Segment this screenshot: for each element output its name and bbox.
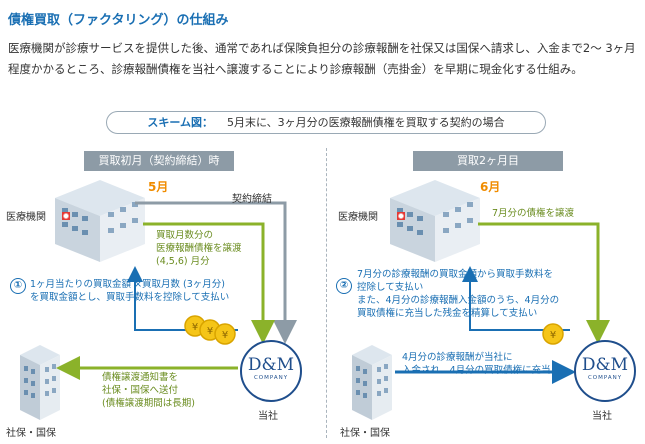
svg-text:¥: ¥ xyxy=(222,330,228,341)
step-number-2: ② xyxy=(336,278,352,294)
scheme-label: スキーム図： xyxy=(147,116,213,129)
transfer-note-left: 買取月数分の 医療報酬債権を譲渡 (4,5,6) 月分 xyxy=(156,230,242,267)
svg-text:¥: ¥ xyxy=(192,322,198,333)
coins-icon: ¥ ¥ ¥ xyxy=(184,315,236,345)
company-label-left: 当社 xyxy=(258,411,278,422)
contract-arrow xyxy=(135,201,297,344)
payment-note-left: 1ヶ月当たりの買取金額 ×買取月数 (3ヶ月分) を買取金額とし、買取手数料を控… xyxy=(30,279,230,303)
contract-label: 契約締結 xyxy=(232,194,272,205)
scheme-banner: スキーム図： 5月末に、3ヶ月分の医療報酬債権を買取する契約の場合 xyxy=(106,111,546,134)
transfer-arrow-left xyxy=(143,222,275,344)
transfer-note-right: 7月分の債権を譲渡 xyxy=(492,208,575,219)
step-number-1: ① xyxy=(10,278,26,294)
hospital-label-right: 医療機関 xyxy=(338,212,378,223)
insurer-building-right xyxy=(352,345,392,420)
deposit-note: 4月分の診療報酬が当社に 入金され、4月分の買取債権に充当 xyxy=(402,352,551,376)
insurer-label-left: 社保・国保 xyxy=(6,428,56,439)
svg-text:¥: ¥ xyxy=(207,326,213,337)
phase-bar-left: 買取初月（契約締結）時 xyxy=(84,151,234,171)
phase-bar-right: 買取2ヶ月目 xyxy=(413,151,563,171)
description: 医療機関が診療サービスを提供した後、通常であれば保険負担分の診療報酬を社保又は国… xyxy=(8,41,636,76)
company-label-right: 当社 xyxy=(592,411,612,422)
hospital-building-right xyxy=(390,180,480,262)
svg-text:¥: ¥ xyxy=(550,330,556,341)
payment-note-right: 7月分の診療報酬の買取金額から買取手数料を 控除して支払い また、4月分の診療報… xyxy=(357,269,560,319)
hospital-label-left: 医療機関 xyxy=(6,212,46,223)
insurer-building-left xyxy=(20,345,60,420)
month-left: 5月 xyxy=(148,180,169,194)
company-logo-left: D&M COMPANY xyxy=(240,340,302,402)
company-logo-right: D&M COMPANY xyxy=(574,340,636,402)
hospital-building-left xyxy=(55,180,145,262)
transfer-arrow-right xyxy=(478,222,610,344)
page-title: 債権買取（ファクタリング）の仕組み xyxy=(8,13,229,28)
payment-arrow-right xyxy=(462,266,570,331)
coin-icon: ¥ xyxy=(542,323,564,345)
insurer-label-right: 社保・国保 xyxy=(340,428,390,439)
column-divider xyxy=(326,148,327,438)
month-right: 6月 xyxy=(480,180,501,194)
notice-note: 債権譲渡通知書を 社保・国保へ送付 (債権譲渡期間は長期) xyxy=(102,372,195,409)
scheme-text: 5月末に、3ヶ月分の医療報酬債権を買取する契約の場合 xyxy=(227,116,505,129)
